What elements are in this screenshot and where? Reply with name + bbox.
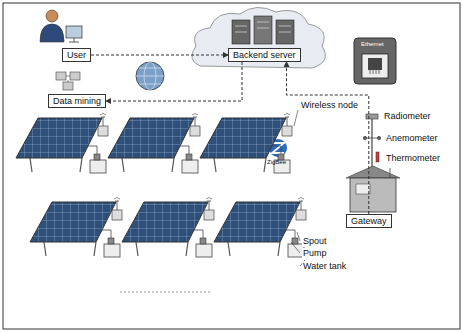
label-box: Backend server: [228, 48, 301, 62]
label-box: Data mining: [48, 94, 106, 108]
part-label: Anemometer: [385, 133, 439, 144]
dashed-arrow: [106, 62, 242, 101]
box-label: Data mining: [53, 96, 101, 106]
part-label: Spout: [302, 236, 328, 247]
part-label: Radiometer: [383, 111, 432, 122]
part-label: Pump: [302, 248, 328, 259]
part-label: Wireless node: [300, 100, 359, 111]
part-label: ZigBee: [266, 159, 287, 166]
box-label: User: [67, 50, 86, 60]
part-label: Water tank: [302, 261, 347, 272]
part-label: Ethernet: [360, 41, 385, 48]
box-label: Backend server: [233, 50, 296, 60]
part-label: Thermometer: [385, 153, 441, 164]
label-box: Gateway: [346, 214, 392, 228]
dashed-arrow: [91, 55, 228, 56]
label-box: User: [62, 48, 91, 62]
dashed-arrow: [287, 62, 369, 214]
box-label: Gateway: [351, 216, 387, 226]
